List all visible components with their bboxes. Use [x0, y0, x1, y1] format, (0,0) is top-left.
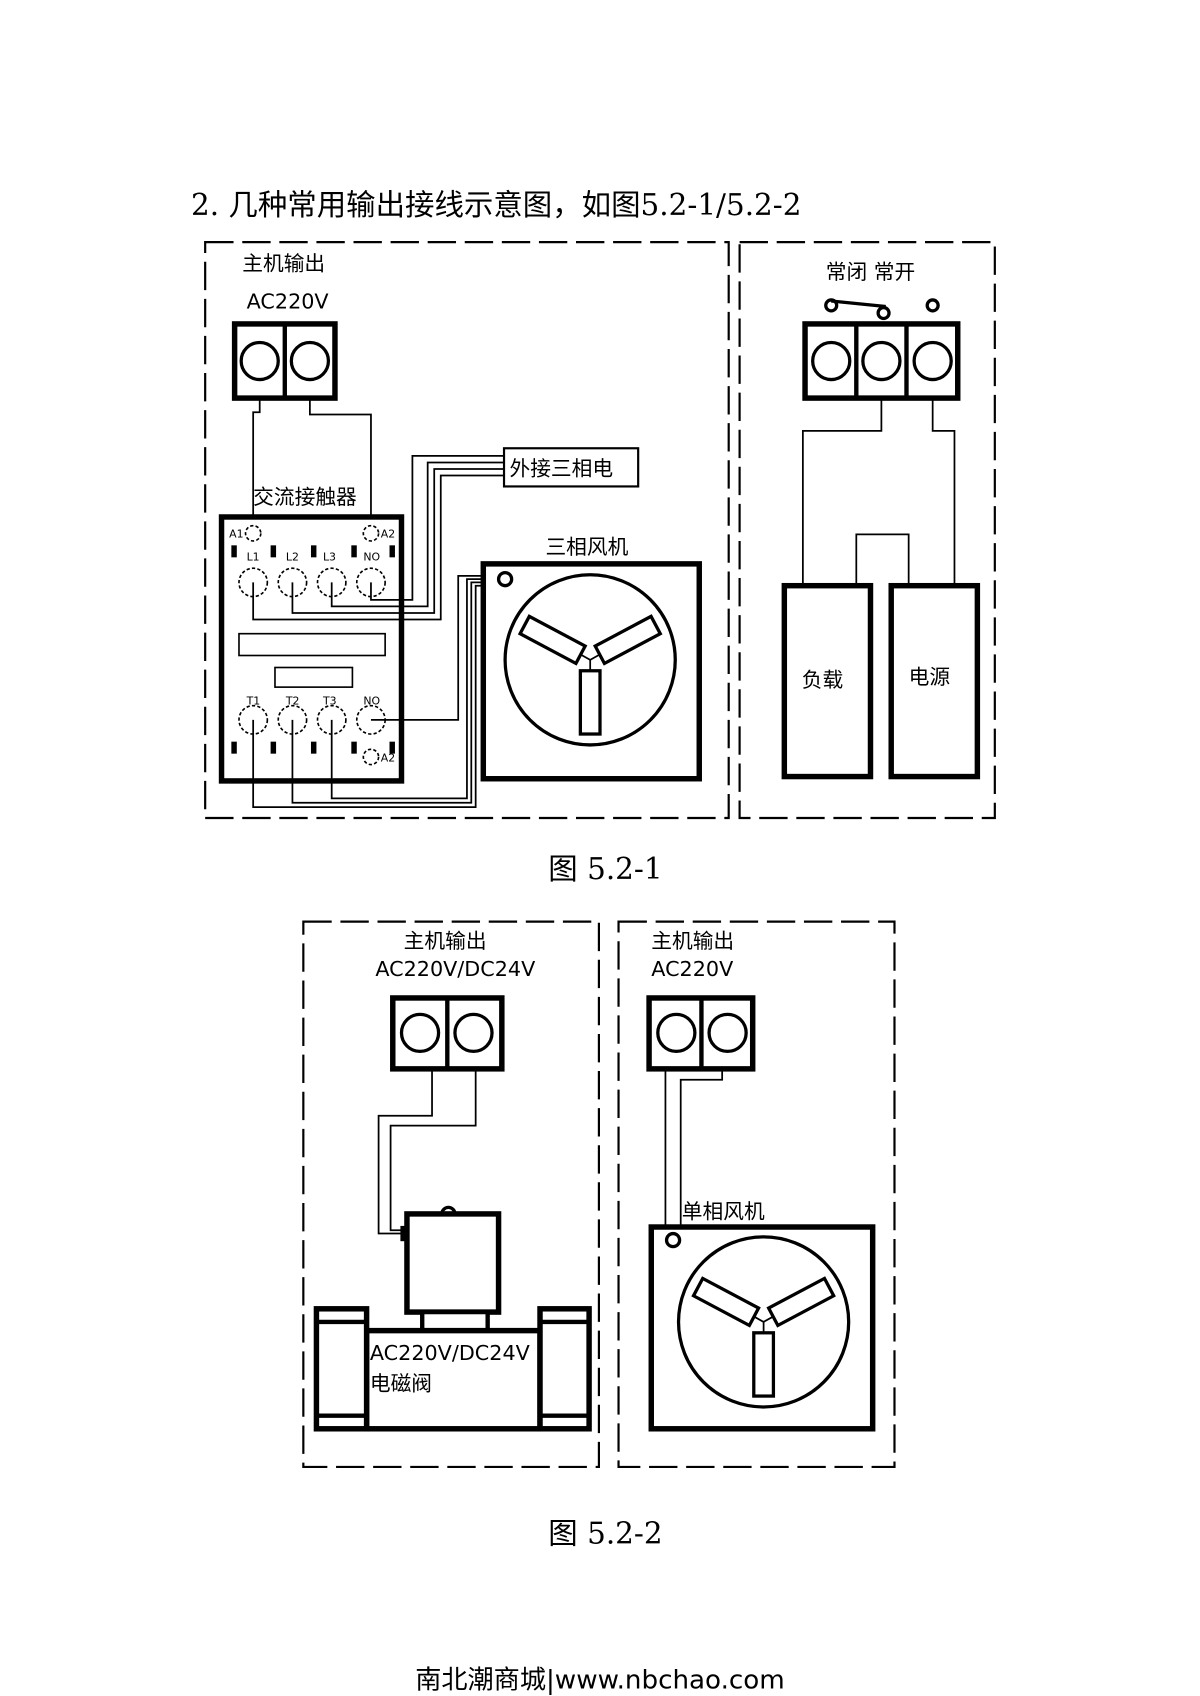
power-label: 电源	[909, 665, 951, 689]
panel-border	[738, 241, 996, 820]
single-phase-fan-label: 单相风机	[682, 1199, 765, 1223]
terminal-label: T1	[246, 695, 261, 708]
solenoid-valve-icon: AC220V/DC24V 电磁阀	[313, 1205, 592, 1432]
relay-terminal-block	[802, 321, 961, 401]
panel-border	[204, 241, 730, 820]
single-phase-fan-icon	[648, 1224, 876, 1432]
load-label: 负载	[802, 668, 843, 692]
external-three-phase-box: 外接三相电	[502, 447, 640, 488]
figure1-caption: 图 5.2-1	[548, 852, 662, 886]
terminal-label: A2	[381, 751, 395, 764]
ac-contactor: A1 A2 L1 L2 L3 NO T1 T2 T3 NO A2	[218, 514, 405, 784]
voltage-label: AC220V/DC24V	[375, 957, 535, 981]
output-terminal-block	[646, 995, 756, 1072]
valve-label: 电磁阀	[370, 1372, 432, 1396]
valve-voltage-label: AC220V/DC24V	[370, 1341, 530, 1365]
figure2-fan-panel: 主机输出 AC220V 单相风机	[617, 920, 896, 1469]
terminal-label: L3	[323, 551, 336, 564]
relay-switch-icon	[824, 298, 940, 321]
output-terminal-block	[390, 995, 505, 1072]
terminal-label: L2	[286, 551, 299, 564]
figure1-contactor-panel: 主机输出 AC220V 交流接触器 A1 A2 L1 L2 L3 NO	[204, 241, 730, 820]
nc-no-label: 常闭 常开	[826, 260, 915, 284]
power-box: 电源	[888, 582, 981, 780]
voltage-label: AC220V	[247, 290, 329, 314]
terminal-label: NO	[363, 551, 380, 564]
panel-border	[617, 920, 896, 1469]
footer-watermark: 南北潮商城|www.nbchao.com	[415, 1665, 785, 1695]
three-phase-fan-label: 三相风机	[545, 535, 628, 559]
three-phase-fan-icon	[480, 561, 702, 782]
figure2-caption: 图 5.2-2	[548, 1516, 662, 1550]
load-box: 负载	[781, 582, 874, 780]
panel-border	[302, 920, 600, 1469]
terminal-label: A1	[229, 528, 243, 541]
host-output-label: 主机输出	[651, 929, 734, 953]
voltage-label: AC220V	[651, 957, 733, 981]
host-output-label: 主机输出	[404, 929, 487, 953]
contactor-label: 交流接触器	[253, 485, 357, 509]
external-three-phase-label: 外接三相电	[509, 457, 613, 481]
section-heading: 2. 几种常用输出接线示意图，如图5.2-1/5.2-2	[191, 188, 801, 222]
figure1-relay-panel: 常闭 常开 负载 电源	[738, 241, 996, 820]
terminal-label: L1	[247, 551, 260, 564]
figure2-valve-panel: 主机输出 AC220V/DC24V AC220V/DC24V 电磁阀	[302, 920, 600, 1469]
terminal-label: NO	[363, 695, 380, 708]
output-terminal-block	[231, 321, 338, 401]
host-output-label: 主机输出	[242, 251, 325, 275]
terminal-label: T2	[285, 695, 300, 708]
terminal-label: A2	[381, 528, 395, 541]
terminal-label: T3	[322, 695, 337, 708]
